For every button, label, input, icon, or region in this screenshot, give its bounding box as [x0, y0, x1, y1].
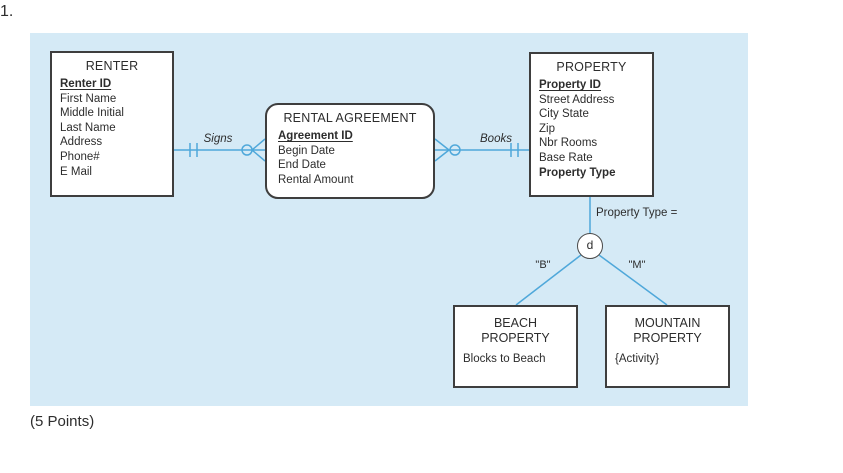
crowfoot-prong-icon — [434, 149, 450, 162]
mountain-branch-line — [598, 254, 668, 306]
entity-beach-property: BEACH PROPERTY Blocks to Beach — [453, 305, 578, 388]
books-relationship-label: Books — [480, 133, 512, 145]
crowfoot-prong-icon — [251, 149, 266, 162]
attribute-blocks-to-beach: Blocks to Beach — [463, 353, 546, 365]
attribute-city-state: City State — [539, 108, 589, 121]
signs-relationship-connector — [174, 138, 266, 162]
attribute-end-date: End Date — [278, 159, 326, 172]
entity-title: RENTER — [85, 59, 139, 73]
attribute-zip: Zip — [539, 122, 555, 135]
points-label: (5 Points) — [30, 413, 95, 430]
mountain-branch-value-label: "M" — [628, 259, 646, 271]
attribute-address: Address — [60, 136, 103, 149]
attribute-list: Property ID Street Address City State Zi… — [531, 78, 652, 180]
books-relationship-connector — [434, 138, 529, 162]
attribute-first-name: First Name — [60, 92, 117, 105]
attribute-rental-amount: Rental Amount — [278, 173, 354, 186]
connector-layer — [174, 138, 668, 306]
attribute-renter-id: Renter ID — [60, 78, 112, 90]
beach-branch-value-label: "B" — [535, 259, 551, 271]
er-diagram-canvas: RENTER Renter ID First Name Middle Initi… — [30, 33, 748, 406]
entity-rental-agreement: RENTAL AGREEMENT Agreement ID Begin Date… — [265, 103, 435, 199]
signs-relationship-label: Signs — [203, 133, 233, 145]
entity-title: MOUNTAIN PROPERTY — [633, 316, 702, 345]
entity-property: PROPERTY Property ID Street Address City… — [529, 52, 654, 197]
attribute-list: Agreement ID Begin Date End Date Rental … — [267, 129, 433, 187]
entity-renter: RENTER Renter ID First Name Middle Initi… — [50, 51, 174, 197]
optional-circle-icon — [449, 144, 461, 156]
attribute-activity: {Activity} — [615, 353, 660, 365]
entity-mountain-property: MOUNTAIN PROPERTY {Activity} — [605, 305, 730, 388]
attribute-property-id: Property ID — [539, 79, 601, 91]
subtype-connector — [515, 197, 668, 306]
question-number: 1. — [0, 3, 14, 20]
attribute-base-rate: Base Rate — [539, 151, 593, 164]
beach-branch-line — [515, 254, 582, 306]
attribute-nbr-rooms: Nbr Rooms — [539, 137, 598, 150]
disjoint-subtype-circle-icon: d — [577, 233, 603, 259]
attribute-phone: Phone# — [60, 150, 100, 163]
attribute-agreement-id: Agreement ID — [278, 130, 353, 142]
attribute-property-type: Property Type — [539, 166, 616, 179]
attribute-list: Renter ID First Name Middle Initial Last… — [52, 77, 172, 179]
crowfoot-prong-icon — [434, 138, 450, 151]
attribute-list: Blocks to Beach — [455, 352, 576, 367]
attribute-list: {Activity} — [607, 352, 728, 367]
entity-title: RENTAL AGREEMENT — [283, 111, 417, 125]
attribute-street-address: Street Address — [539, 93, 615, 106]
crowfoot-prong-icon — [251, 138, 266, 151]
attribute-begin-date: Begin Date — [278, 144, 335, 157]
attribute-middle-initial: Middle Initial — [60, 107, 124, 120]
entity-title: BEACH PROPERTY — [481, 316, 550, 345]
entity-title: PROPERTY — [556, 60, 627, 74]
attribute-email: E Mail — [60, 165, 92, 178]
subtype-condition-label: Property Type = — [596, 207, 678, 219]
attribute-last-name: Last Name — [60, 121, 116, 134]
